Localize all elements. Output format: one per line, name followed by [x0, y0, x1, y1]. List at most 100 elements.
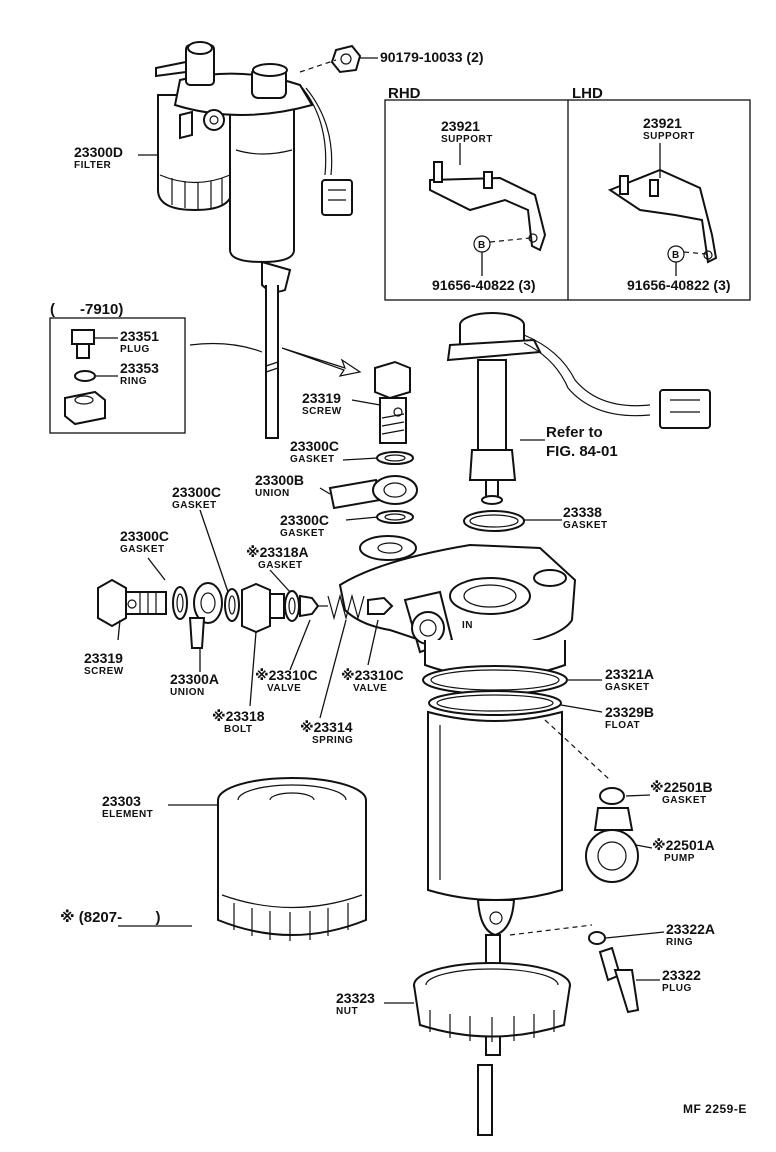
svg-text:SUPPORT: SUPPORT: [643, 131, 695, 142]
svg-text:23319: 23319: [302, 390, 341, 406]
float-23329b[interactable]: [428, 690, 562, 716]
bolt-marker-rhd-letter: B: [478, 240, 486, 251]
gasket-23321a[interactable]: [422, 665, 568, 695]
svg-text:※23310C: ※23310C: [341, 667, 404, 683]
svg-text:GASKET: GASKET: [280, 528, 325, 539]
gasket-23338[interactable]: [463, 510, 525, 532]
figure-code: MF 2259-E: [683, 1102, 747, 1116]
filter-assembly-23300d[interactable]: [155, 41, 353, 439]
nut-90179[interactable]: [330, 44, 362, 74]
svg-text:23300A: 23300A: [170, 671, 219, 687]
svg-text:90179-10033 (2): 90179-10033 (2): [380, 49, 484, 65]
ring-23353[interactable]: [74, 370, 96, 382]
gasket-22501b[interactable]: [599, 787, 625, 805]
svg-text:23300D: 23300D: [74, 144, 123, 160]
bolt-marker-lhd-letter: B: [672, 250, 680, 261]
svg-text:GASKET: GASKET: [258, 560, 303, 571]
svg-text:ELEMENT: ELEMENT: [102, 809, 153, 820]
element-23303[interactable]: [217, 777, 367, 941]
support-rhd[interactable]: [429, 161, 547, 252]
ring-23322a[interactable]: [588, 931, 606, 945]
svg-text:SUPPORT: SUPPORT: [441, 134, 493, 145]
svg-text:GASKET: GASKET: [290, 454, 335, 465]
svg-text:23353: 23353: [120, 360, 159, 376]
gasket-23318a[interactable]: [284, 590, 300, 622]
svg-text:GASKET: GASKET: [172, 500, 217, 511]
svg-text:UNION: UNION: [255, 488, 290, 499]
callout-91656-rhd: 91656-40822 (3): [432, 277, 536, 293]
svg-text:23300C: 23300C: [280, 512, 329, 528]
support-lhd[interactable]: [607, 168, 718, 264]
svg-text:RING: RING: [666, 937, 693, 948]
svg-text:GASKET: GASKET: [662, 795, 707, 806]
svg-text:GASKET: GASKET: [605, 682, 650, 693]
spring-23314[interactable]: [327, 593, 365, 621]
gasket-23300c-3[interactable]: [172, 586, 188, 620]
svg-text:SCREW: SCREW: [302, 406, 342, 417]
svg-text:NUT: NUT: [336, 1006, 358, 1017]
svg-text:23319: 23319: [84, 650, 123, 666]
callout-90179: 90179-10033 (2): [380, 49, 484, 65]
gasket-23300c-4[interactable]: [224, 588, 240, 622]
rhd-heading: RHD: [388, 85, 421, 102]
union-23300b[interactable]: [328, 475, 418, 510]
svg-text:23300C: 23300C: [290, 438, 339, 454]
screw-23319-lower[interactable]: [97, 578, 167, 628]
gasket-23300c-2[interactable]: [376, 510, 414, 524]
reference-line1: Refer to: [546, 424, 603, 441]
gasket-23300c-1[interactable]: [376, 451, 414, 465]
union-23300a[interactable]: [188, 582, 223, 649]
plug-23322[interactable]: [598, 946, 640, 1014]
bolt-23318[interactable]: [241, 582, 285, 634]
lhd-heading: LHD: [572, 85, 603, 102]
svg-text:23322A: 23322A: [666, 921, 715, 937]
svg-text:FLOAT: FLOAT: [605, 720, 640, 731]
svg-text:UNION: UNION: [170, 687, 205, 698]
valve-23310c-1[interactable]: [299, 594, 328, 618]
screw-23319-upper[interactable]: [374, 360, 411, 444]
plug-23351[interactable]: [71, 329, 95, 359]
svg-text:23323: 23323: [336, 990, 375, 1006]
date-note: ※ (8207- ): [60, 908, 160, 926]
svg-text:GASKET: GASKET: [120, 544, 165, 555]
nut-23323[interactable]: [413, 962, 571, 1136]
fuel-sender[interactable]: [446, 312, 711, 505]
svg-text:PLUG: PLUG: [120, 344, 150, 355]
nut-inset[interactable]: [64, 390, 106, 426]
valve-23310c-2[interactable]: [367, 596, 394, 615]
svg-text:※22501A: ※22501A: [652, 837, 715, 853]
pump-22501a[interactable]: [585, 807, 639, 883]
svg-text:91656-40822 (3): 91656-40822 (3): [432, 277, 536, 293]
svg-text:PLUG: PLUG: [662, 983, 692, 994]
callout-91656-lhd: 91656-40822 (3): [627, 277, 731, 293]
svg-text:23300B: 23300B: [255, 472, 304, 488]
svg-text:VALVE: VALVE: [353, 683, 387, 694]
svg-text:SCREW: SCREW: [84, 666, 124, 677]
svg-text:FILTER: FILTER: [74, 160, 112, 171]
svg-text:23300C: 23300C: [172, 484, 221, 500]
svg-text:※23318A: ※23318A: [246, 544, 309, 560]
svg-text:GASKET: GASKET: [563, 520, 608, 531]
